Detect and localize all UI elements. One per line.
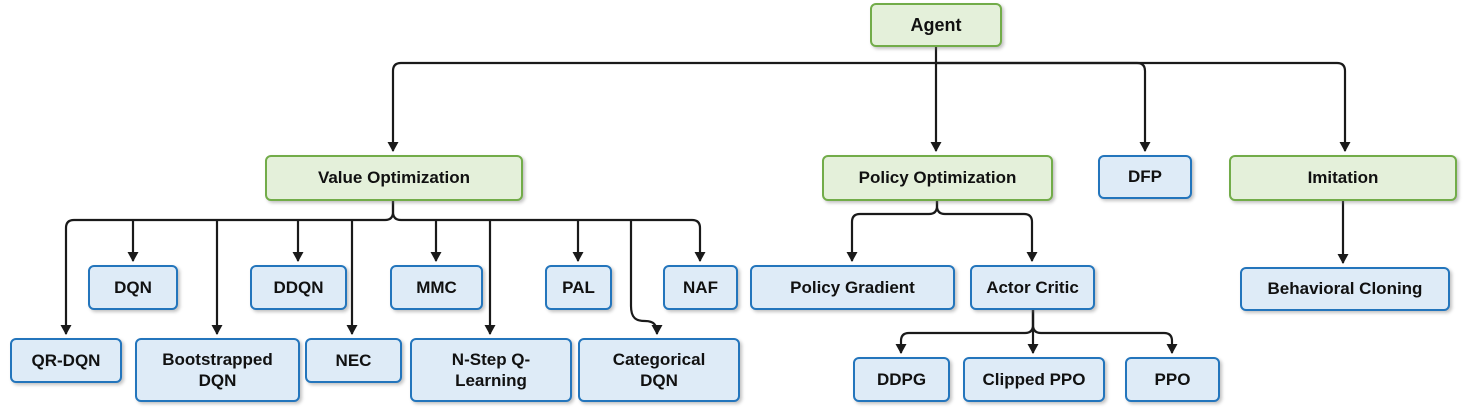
node-naf: NAF — [663, 265, 738, 310]
node-policy-optimization: Policy Optimization — [822, 155, 1053, 201]
node-n-step-q-learning: N-Step Q-Learning — [410, 338, 572, 402]
node-pal: PAL — [545, 265, 612, 310]
node-dqn: DQN — [88, 265, 178, 310]
node-bootstrapped-dqn-label: Bootstrapped DQN — [162, 349, 273, 390]
node-ddpg: DDPG — [853, 357, 950, 402]
node-bootstrapped-dqn: Bootstrapped DQN — [135, 338, 300, 402]
node-categorical-dqn-label: Categorical DQN — [612, 349, 706, 390]
node-policy-gradient: Policy Gradient — [750, 265, 955, 310]
node-ddqn: DDQN — [250, 265, 347, 310]
node-imitation: Imitation — [1229, 155, 1457, 201]
node-agent: Agent — [870, 3, 1002, 47]
node-nec: NEC — [305, 338, 402, 383]
node-clipped-ppo: Clipped PPO — [963, 357, 1105, 402]
node-behavioral-cloning: Behavioral Cloning — [1240, 267, 1450, 311]
node-categorical-dqn: Categorical DQN — [578, 338, 740, 402]
node-n-step-q-learning-label: N-Step Q-Learning — [451, 349, 531, 390]
node-qr-dqn: QR-DQN — [10, 338, 122, 383]
node-mmc: MMC — [390, 265, 483, 310]
node-ppo: PPO — [1125, 357, 1220, 402]
node-dfp: DFP — [1098, 155, 1192, 199]
node-actor-critic: Actor Critic — [970, 265, 1095, 310]
node-value-optimization: Value Optimization — [265, 155, 523, 201]
